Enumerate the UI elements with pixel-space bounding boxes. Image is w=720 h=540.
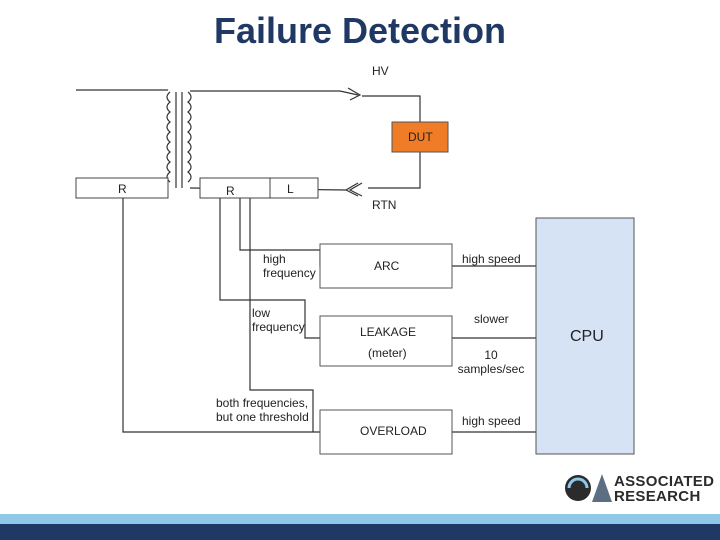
connector-arrow-icon bbox=[347, 87, 362, 101]
logo-line2: RESEARCH bbox=[614, 488, 701, 505]
leakage-label: LEAKAGE bbox=[360, 325, 417, 339]
dut-label: DUT bbox=[408, 130, 433, 144]
transformer-coil-icon bbox=[166, 91, 192, 188]
high-speed-bottom-label: high speed bbox=[462, 414, 521, 428]
high-speed-top-label: high speed bbox=[462, 252, 521, 266]
inductor-label: L bbox=[287, 182, 294, 196]
arc-label: ARC bbox=[374, 259, 400, 273]
inductor bbox=[269, 177, 319, 199]
samples-label: 10 samples/sec bbox=[457, 348, 525, 376]
footer-band-dark bbox=[0, 524, 720, 540]
overload-box bbox=[319, 409, 453, 455]
overload-label: OVERLOAD bbox=[360, 424, 427, 438]
logo-text: ASSOCIATED RESEARCH bbox=[614, 474, 714, 504]
low-frequency-label: low frequency bbox=[252, 306, 305, 334]
logo-line1: ASSOCIATED bbox=[614, 473, 715, 490]
arc-box bbox=[319, 243, 453, 289]
resistor-left-label: R bbox=[118, 182, 127, 196]
both-frequencies-label: both frequencies, but one threshold bbox=[216, 396, 309, 424]
slower-label: slower bbox=[474, 312, 509, 326]
hv-label: HV bbox=[372, 64, 389, 78]
cpu-label: CPU bbox=[570, 328, 604, 345]
associated-research-logo-icon bbox=[565, 474, 612, 502]
dut-to-rtn bbox=[368, 150, 421, 189]
cpu-box bbox=[535, 217, 635, 455]
both-freq-line bbox=[249, 188, 314, 432]
rtn-label: RTN bbox=[372, 198, 397, 212]
high-frequency-label: high frequency bbox=[263, 252, 316, 280]
resistor-mid-label: R bbox=[226, 184, 235, 198]
frame-line-left bbox=[122, 188, 536, 433]
page-title: Failure Detection bbox=[213, 10, 507, 51]
hv-wire-secondary bbox=[190, 90, 359, 96]
leakage-box bbox=[319, 315, 453, 367]
meter-label: (meter) bbox=[368, 346, 407, 360]
hv-to-dut bbox=[362, 95, 421, 122]
dut-box bbox=[391, 121, 449, 153]
resistor-mid bbox=[199, 177, 271, 199]
resistor-left bbox=[75, 177, 169, 199]
footer-band-light bbox=[0, 514, 720, 524]
